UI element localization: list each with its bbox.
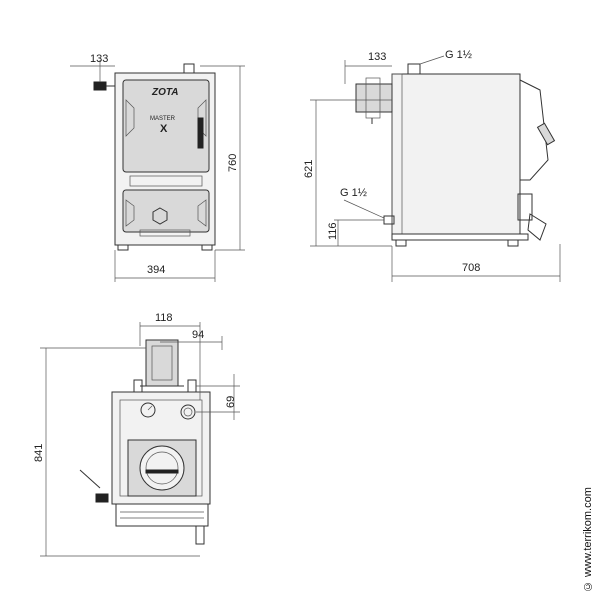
- rear-view: 118 94 69 841: [33, 312, 240, 557]
- front-view: ZOTA MASTER X 133 394 760: [70, 53, 245, 282]
- side-height-dim: 621: [303, 160, 315, 178]
- rear-base: [115, 503, 209, 527]
- front-ash-slot: [129, 175, 203, 187]
- front-model-1: MASTER: [150, 116, 176, 122]
- side-body: [391, 73, 521, 235]
- front-regulator-icon: [152, 207, 168, 225]
- rear-dim-94: 94: [192, 329, 204, 341]
- rear-height-dim: 841: [33, 444, 45, 462]
- front-height-dim: 760: [227, 154, 239, 172]
- side-flue: [355, 83, 393, 113]
- rear-dim-118: 118: [155, 312, 173, 324]
- front-top-pipe: [183, 63, 195, 74]
- rear-pipe-socket: [180, 404, 196, 420]
- front-handle: [197, 117, 204, 149]
- rear-flue: [145, 339, 179, 387]
- rear-fan-icon: [139, 445, 185, 491]
- side-view: G 1½ G 1½ 133 621 116 708: [303, 49, 561, 282]
- side-top-pipe-label: G 1½: [445, 49, 472, 61]
- watermark-text: © www.terrikom.com: [582, 487, 594, 592]
- front-width-dim: 394: [147, 264, 165, 276]
- front-model-2: X: [160, 123, 168, 135]
- front-brand: ZOTA: [151, 87, 178, 98]
- front-upper-door: [122, 79, 210, 173]
- side-low-pipe-dim: 116: [327, 222, 339, 240]
- side-depth-dim: 708: [462, 262, 480, 274]
- front-pipe-offset-dim: 133: [90, 53, 108, 65]
- side-bottom-pipe-label: G 1½: [340, 187, 367, 199]
- rear-dim-69: 69: [225, 396, 237, 408]
- front-side-pipe: [93, 81, 107, 91]
- side-top-pipe: [407, 63, 421, 75]
- side-pipe-offset-dim: 133: [368, 51, 386, 63]
- side-door: [519, 79, 549, 181]
- rear-gauge-icon: [140, 402, 156, 418]
